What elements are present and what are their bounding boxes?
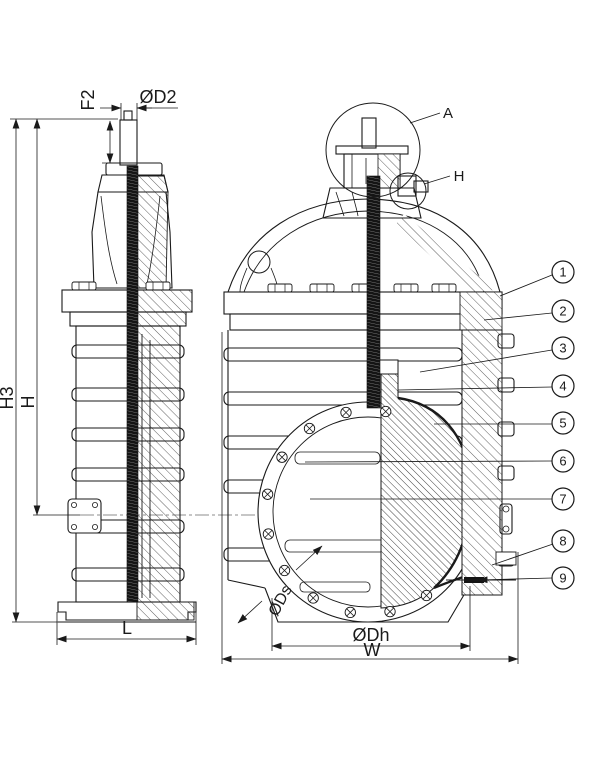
detail-circle-a [325,102,421,198]
left-view-section-hatch [136,175,195,621]
threaded-stem [126,165,139,603]
base-flange [57,601,197,621]
right-dimensions [221,332,519,664]
callout-8: 8 [559,534,566,549]
ds-dim-line-b [295,545,323,571]
callout-4: 4 [559,379,566,394]
detail-label-h: H [454,168,465,185]
callout-numbers: 1 2 3 4 5 6 7 8 9 [559,265,566,586]
stem-top [119,119,138,166]
dim-dh: ØDh [352,625,389,645]
dim-w: W [364,640,381,660]
flange-stack [223,283,503,331]
bottom-skirt [264,587,469,623]
packing-box [322,187,422,219]
callout-leaders [304,274,554,584]
lifting-lug-left [247,250,271,274]
bonnet-yoke [91,191,173,289]
dome-section-hatch [396,214,496,292]
callout-5: 5 [559,416,566,431]
callout-2: 2 [559,304,566,319]
stem-nut [377,359,399,375]
side-boss [499,503,513,535]
left-dim-labels: F2 ØD2 H3 H L [0,87,177,638]
callout-3: 3 [559,341,566,356]
left-view [57,110,197,623]
yoke-arm-line [100,195,118,285]
callout-circles [551,260,575,590]
bypass-plate [67,498,102,534]
dim-h3: H3 [0,386,17,409]
left-valve-body [57,110,197,623]
yoke-plate [335,145,409,155]
wall-rib-stubs [497,333,515,567]
yoke-assembly [322,117,429,219]
callout-7: 7 [559,492,566,507]
callout-6: 6 [559,454,566,469]
callout-1: 1 [559,265,566,280]
gland [97,174,169,193]
dim-l: L [122,618,132,638]
yoke-arm-line2 [146,195,161,285]
detail-label-a: A [443,105,453,122]
dim-d2: ØD2 [139,87,176,107]
bonnet-bolt [413,180,429,193]
bonnet-bolt-boss [397,175,417,197]
callout-9: 9 [559,571,566,586]
dim-h: H [18,396,38,409]
stem-tip [361,117,377,149]
right-view [223,117,517,623]
bonnet-dome [227,198,501,293]
threaded-stem-right [366,175,381,409]
stem-finial [123,110,133,121]
detail-circle-h [389,172,427,210]
body-flange-band [229,313,497,331]
callouts [304,260,575,590]
detail-markers [325,102,451,210]
dim-f2: F2 [78,89,98,110]
body-right-wall [446,329,517,596]
ds-dim-line-a [237,600,263,624]
